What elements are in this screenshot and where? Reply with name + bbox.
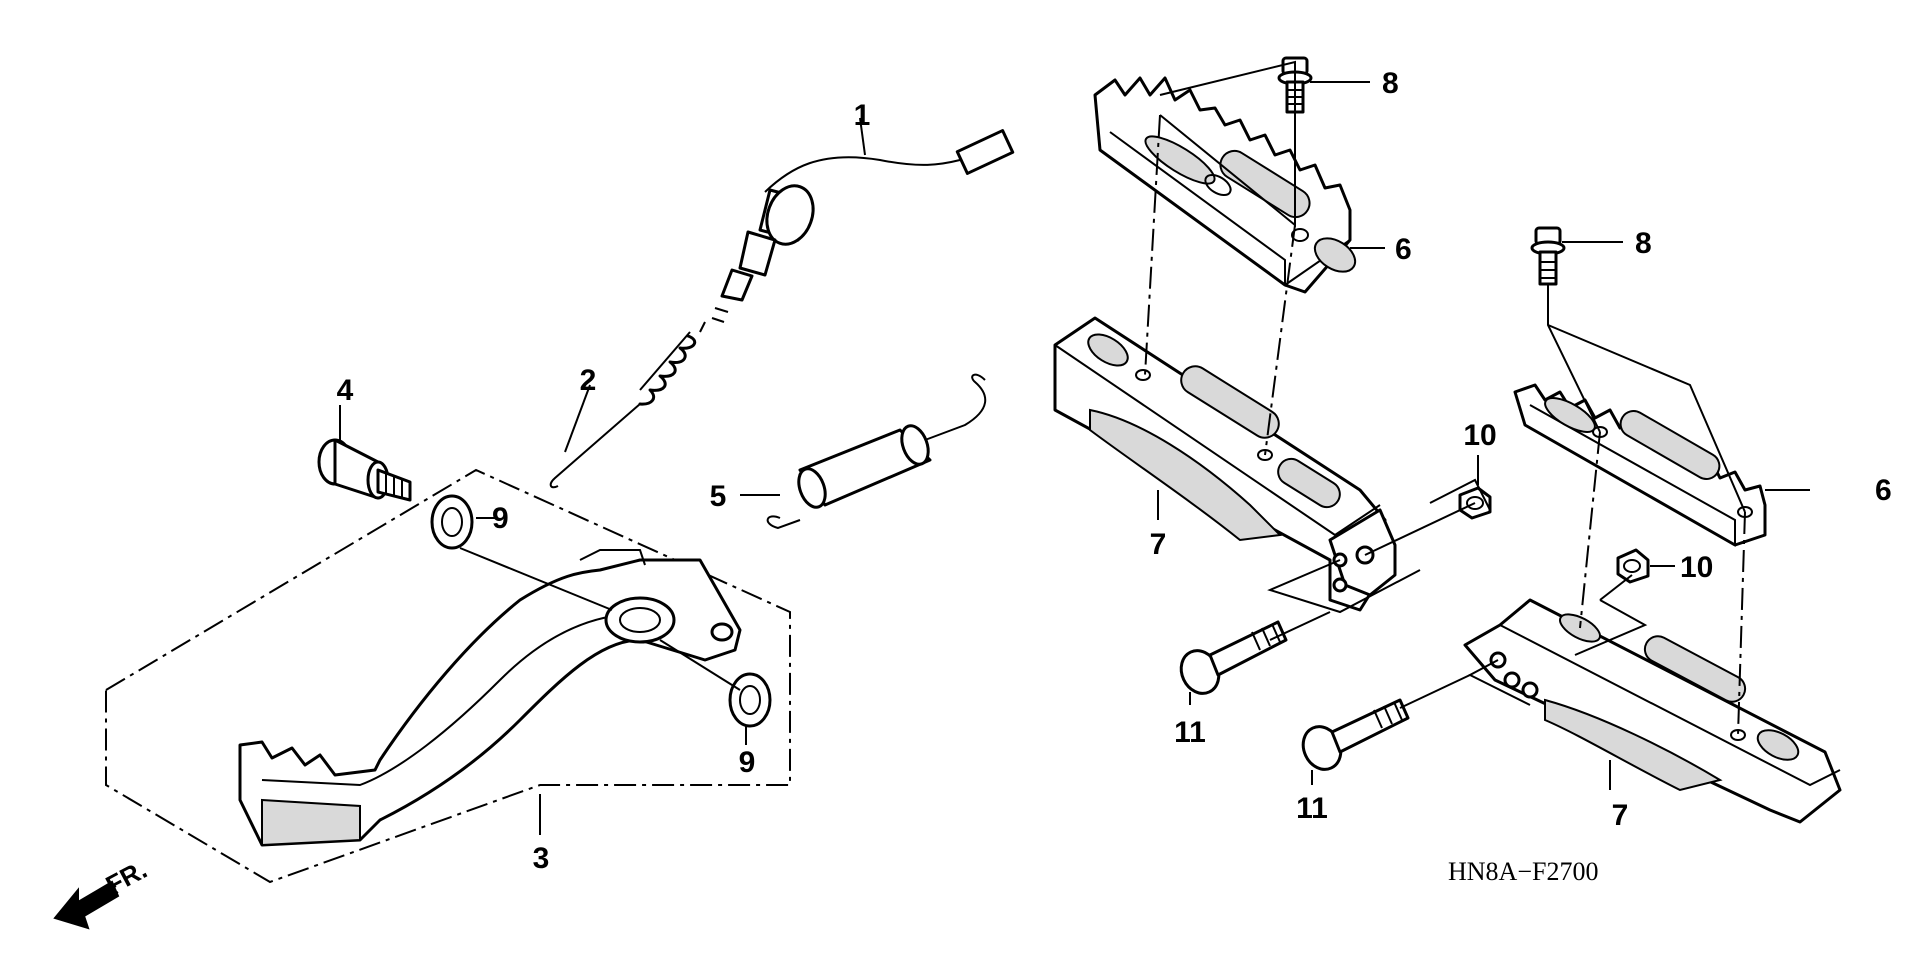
callout-7-upper: 7 bbox=[1150, 528, 1167, 561]
callout-9-upper: 9 bbox=[492, 502, 509, 535]
callout-1: 1 bbox=[854, 99, 871, 132]
callout-6-upper: 6 bbox=[1395, 233, 1412, 266]
callout-6-lower: 6 bbox=[1875, 474, 1892, 507]
footpeg-bracket-upper bbox=[1053, 316, 1397, 612]
seal-alignment-line bbox=[459, 547, 613, 611]
bolt-lower bbox=[1530, 226, 1566, 286]
long-bolt-upper bbox=[1179, 620, 1288, 695]
footpeg-pad-upper bbox=[1093, 76, 1357, 294]
diagram-code: HN8A−F2700 bbox=[1448, 857, 1598, 886]
switch-spring bbox=[549, 331, 697, 489]
callout-3: 3 bbox=[533, 842, 550, 875]
footpeg-pad-lower bbox=[1513, 383, 1767, 547]
long-bolt-lower bbox=[1301, 698, 1410, 771]
seal-alignment-line-2 bbox=[659, 639, 741, 691]
assembly-lines bbox=[1144, 60, 1746, 736]
front-direction-indicator: FR. bbox=[53, 854, 152, 930]
pedal-group-outline bbox=[105, 468, 791, 884]
callout-8-upper: 8 bbox=[1382, 67, 1399, 100]
pedal-pivot-bolt bbox=[317, 438, 412, 502]
brake-pedal bbox=[238, 549, 742, 847]
brake-light-switch bbox=[699, 129, 1015, 333]
callout-9-lower: 9 bbox=[739, 746, 756, 779]
callout-10-lower: 10 bbox=[1680, 551, 1713, 584]
callout-7-lower: 7 bbox=[1612, 799, 1629, 832]
seal-lower bbox=[728, 672, 772, 728]
callout-8-lower: 8 bbox=[1635, 227, 1652, 260]
footpeg-bracket-lower bbox=[1463, 598, 1842, 824]
callout-11-upper: 11 bbox=[1174, 716, 1206, 749]
pedal-return-spring bbox=[766, 373, 987, 530]
callout-2: 2 bbox=[580, 364, 597, 397]
leader-lines bbox=[339, 81, 1810, 835]
callout-10-upper: 10 bbox=[1463, 419, 1496, 452]
callout-11-lower: 11 bbox=[1296, 792, 1328, 825]
seal-upper bbox=[430, 494, 474, 550]
nut-lower bbox=[1616, 548, 1650, 584]
callout-5: 5 bbox=[710, 480, 727, 513]
callout-4: 4 bbox=[337, 374, 354, 407]
